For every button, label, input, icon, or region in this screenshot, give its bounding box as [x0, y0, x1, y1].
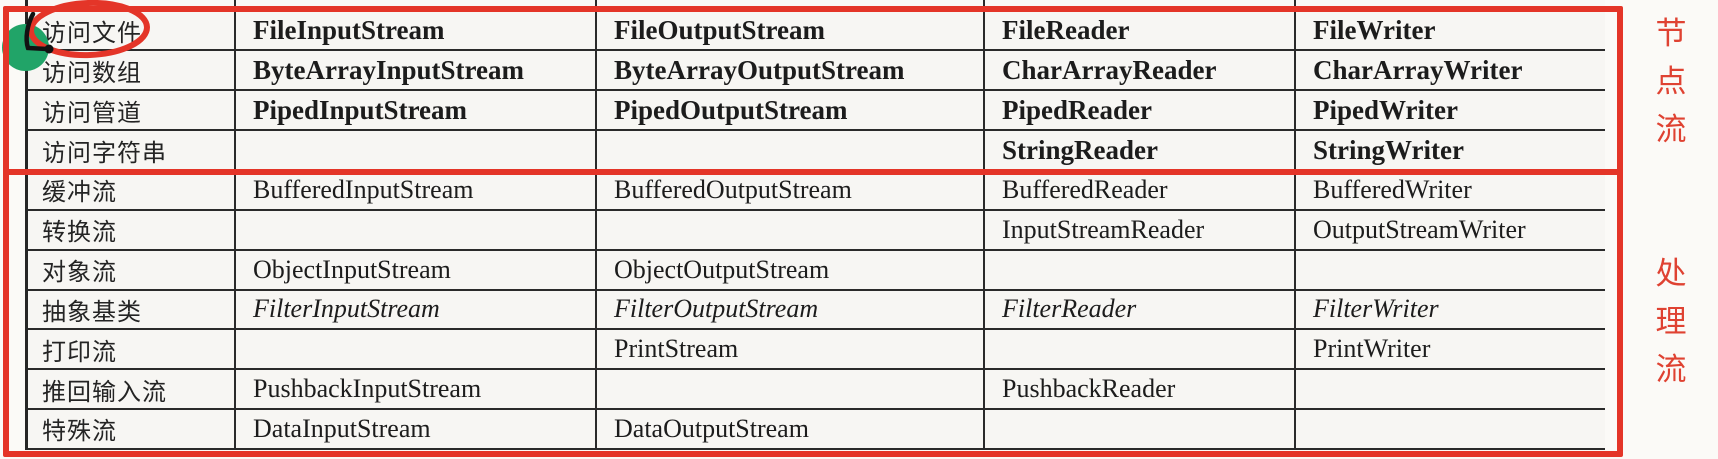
cell-reader: InputStreamReader	[985, 210, 1296, 251]
cell-output-stream	[597, 0, 985, 11]
cell-writer	[1296, 370, 1605, 411]
cell-writer	[1296, 0, 1605, 11]
side-label-char: 流	[1655, 112, 1687, 147]
side-label-char: 点	[1655, 64, 1687, 99]
cell-category: 访问文件	[28, 11, 236, 51]
cell-input-stream	[236, 330, 597, 371]
cell-input-stream: PipedInputStream	[236, 91, 597, 131]
side-label-char: 节	[1655, 16, 1687, 51]
side-label-char: 流	[1655, 352, 1687, 387]
cell-output-stream	[597, 210, 985, 251]
cell-category: 打印流	[28, 330, 236, 371]
cell-reader: StringReader	[985, 131, 1296, 171]
side-label-char: 处	[1655, 256, 1687, 291]
cell-writer: OutputStreamWriter	[1296, 210, 1605, 251]
cell-output-stream: ByteArrayOutputStream	[597, 51, 985, 91]
cell-category: 抽象基类	[28, 290, 236, 331]
cell-category: 访问字符串	[28, 131, 236, 171]
cell-reader: FilterReader	[985, 290, 1296, 331]
side-label-node-stream: 节 点 流	[1648, 18, 1694, 145]
cell-writer: PipedWriter	[1296, 91, 1605, 131]
cell-input-stream: DataInputStream	[236, 410, 597, 450]
cell-reader	[985, 410, 1296, 450]
cell-input-stream	[236, 210, 597, 251]
cell-writer: PrintWriter	[1296, 330, 1605, 371]
cell-reader	[985, 250, 1296, 291]
cell-category: 缓冲流	[28, 171, 236, 211]
cell-output-stream: ObjectOutputStream	[597, 250, 985, 291]
cell-writer: FileWriter	[1296, 11, 1605, 51]
cell-reader: BufferedReader	[985, 171, 1296, 211]
cell-reader: PushbackReader	[985, 370, 1296, 411]
cell-reader	[985, 0, 1296, 11]
cell-category: 访问管道	[28, 91, 236, 131]
cell-input-stream: ByteArrayInputStream	[236, 51, 597, 91]
cell-category: 对象流	[28, 250, 236, 291]
cell-writer: BufferedWriter	[1296, 171, 1605, 211]
cell-category: 特殊流	[28, 410, 236, 450]
cell-input-stream: PushbackInputStream	[236, 370, 597, 411]
cell-output-stream	[597, 370, 985, 411]
cell-output-stream: FileOutputStream	[597, 11, 985, 51]
cell-input-stream	[236, 131, 597, 171]
cell-output-stream: FilterOutputStream	[597, 290, 985, 331]
cell-writer: StringWriter	[1296, 131, 1605, 171]
io-streams-table: 访问文件 FileInputStream FileOutputStream Fi…	[25, 0, 1605, 450]
cell-category	[28, 0, 236, 11]
cell-input-stream: BufferedInputStream	[236, 171, 597, 211]
cell-output-stream: DataOutputStream	[597, 410, 985, 450]
cell-writer: CharArrayWriter	[1296, 51, 1605, 91]
cell-input-stream: FilterInputStream	[236, 290, 597, 331]
cell-output-stream	[597, 131, 985, 171]
cell-category: 转换流	[28, 210, 236, 251]
cell-input-stream	[236, 0, 597, 11]
cell-input-stream: ObjectInputStream	[236, 250, 597, 291]
cell-reader: PipedReader	[985, 91, 1296, 131]
cell-category: 推回输入流	[28, 370, 236, 411]
cell-reader: FileReader	[985, 11, 1296, 51]
side-label-processing-stream: 处 理 流	[1648, 258, 1694, 385]
cell-category: 访问数组	[28, 51, 236, 91]
cell-writer	[1296, 410, 1605, 450]
cell-reader	[985, 330, 1296, 371]
cell-writer	[1296, 250, 1605, 291]
cell-output-stream: BufferedOutputStream	[597, 171, 985, 211]
cell-writer: FilterWriter	[1296, 290, 1605, 331]
cell-output-stream: PipedOutputStream	[597, 91, 985, 131]
green-marker-dot	[2, 24, 49, 71]
cell-output-stream: PrintStream	[597, 330, 985, 371]
side-label-char: 理	[1655, 304, 1687, 339]
cell-input-stream: FileInputStream	[236, 11, 597, 51]
cell-reader: CharArrayReader	[985, 51, 1296, 91]
